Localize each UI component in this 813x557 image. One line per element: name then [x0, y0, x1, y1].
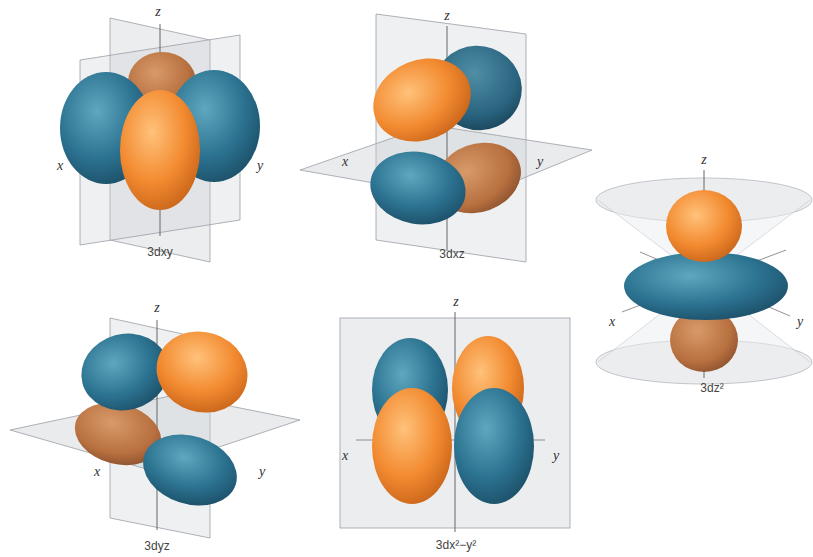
- axis-label: y: [537, 155, 543, 169]
- axis-label: z: [701, 153, 706, 167]
- orbital-name: 3dyz: [144, 540, 169, 552]
- orbital-name: 3dx²−y²: [436, 539, 476, 551]
- axis-label: z: [154, 301, 159, 315]
- axis-label: z: [155, 5, 160, 19]
- axis-label: x: [57, 159, 63, 173]
- axis-label: x: [609, 315, 615, 329]
- axis-label: y: [553, 449, 559, 463]
- axis-label: x: [94, 465, 100, 479]
- axis-label: x: [342, 155, 348, 169]
- orbital-name: 3dxz: [439, 248, 464, 260]
- axis-label: y: [259, 465, 265, 479]
- axis-label: z: [444, 9, 449, 23]
- orbital-dx2-y2: [340, 312, 570, 532]
- orbital-dz2: [596, 170, 812, 384]
- axis-label: y: [797, 315, 803, 329]
- axis-label: z: [453, 295, 458, 309]
- orbital-dxy: [60, 18, 260, 262]
- orbital-dxz: [300, 14, 592, 262]
- axis-label: y: [257, 159, 263, 173]
- orbital-name: 3dxy: [147, 246, 172, 258]
- orbital-dyz: [10, 318, 300, 538]
- orbital-name: 3dz²: [700, 382, 723, 394]
- axis-label: x: [342, 449, 348, 463]
